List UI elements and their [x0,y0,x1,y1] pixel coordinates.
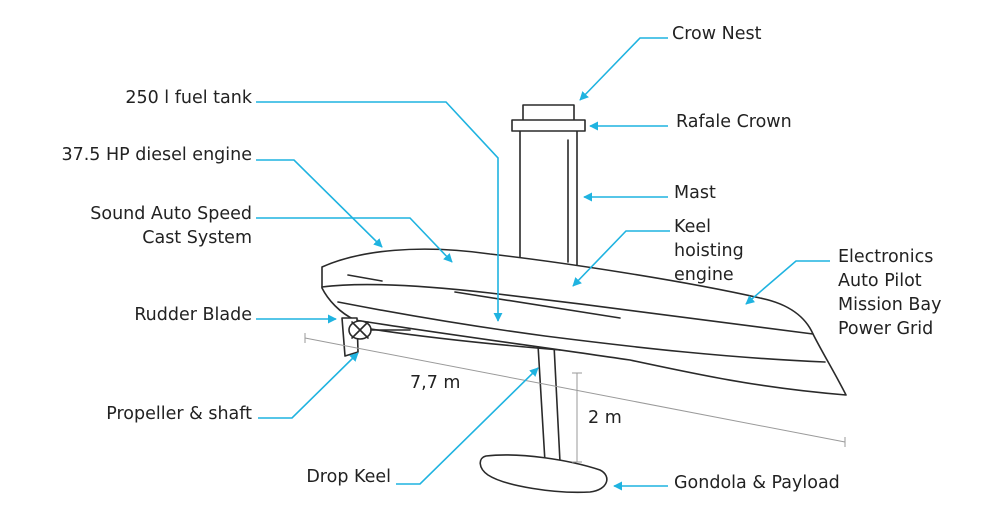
label-electronics-2: Auto Pilot [838,271,922,291]
label-crow-nest: Crow Nest [672,24,762,44]
leader-electronics [745,260,830,305]
mast-shape [519,124,578,271]
label-keel-hoisting-1: Keel [674,217,711,237]
draft-dimension-line [572,372,582,463]
label-rudder-blade: Rudder Blade [134,305,252,325]
label-drop-keel: Drop Keel [306,467,391,487]
label-keel-hoisting-3: engine [674,265,734,285]
label-electronics-1: Electronics [838,247,934,267]
leader-keel-hoisting [572,230,670,287]
rafale-crown-shape [511,119,586,132]
label-gondola: Gondola & Payload [674,473,840,493]
label-draft-dimension: 2 m [588,408,622,428]
label-electronics-3: Mission Bay [838,295,942,315]
leader-diesel-engine [256,159,383,248]
label-diesel-engine: 37.5 HP diesel engine [61,145,252,165]
leader-propeller [258,352,359,419]
label-propeller-shaft: Propeller & shaft [106,404,252,424]
leader-drop-keel [396,367,539,485]
length-dimension-line [304,333,846,447]
label-electronics-4: Power Grid [838,319,934,339]
leader-fuel-tank [256,101,503,322]
leader-sound-cast [256,217,453,263]
label-sound-cast-2: Cast System [142,228,252,248]
label-keel-hoisting-2: hoisting [674,241,744,261]
hull-shape [321,248,847,396]
label-fuel-tank: 250 l fuel tank [125,88,252,108]
label-rafale-crown: Rafale Crown [676,112,792,132]
label-mast: Mast [674,183,716,203]
leader-lines [256,37,830,491]
leader-crow-nest [579,37,668,101]
label-length-dimension: 7,7 m [410,373,461,393]
drop-keel-shape [537,344,561,463]
propeller-shape [348,320,411,340]
label-sound-cast-1: Sound Auto Speed [90,204,252,224]
gondola-shape [479,454,608,494]
